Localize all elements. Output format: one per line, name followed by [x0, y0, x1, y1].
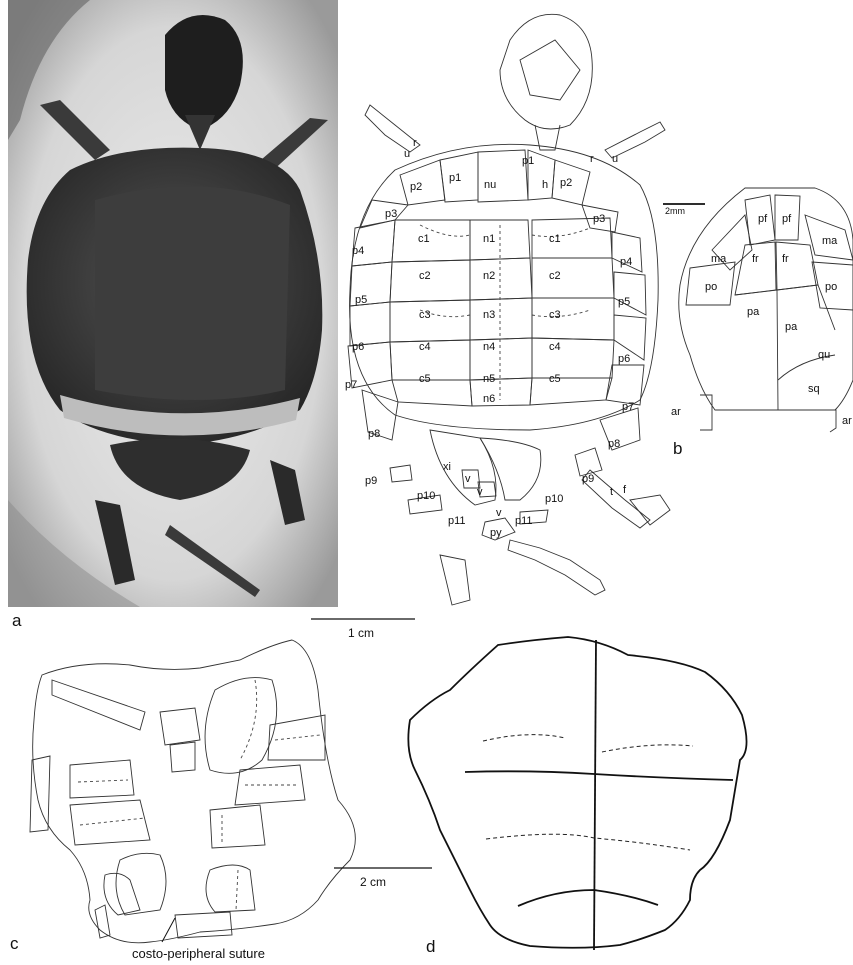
label-c4-left: c4: [419, 341, 431, 353]
label-pf-right: pf: [782, 213, 792, 225]
label-v2: v: [477, 486, 483, 498]
label-n1: n1: [483, 233, 495, 245]
carapace-drawing: [348, 14, 670, 605]
label-v1: v: [465, 473, 471, 485]
specimen-photo: [8, 0, 338, 607]
label-py: py: [490, 527, 502, 539]
label-suture: costo-peripheral suture: [132, 946, 265, 961]
label-c5-left: c5: [419, 373, 431, 385]
label-pf-left: pf: [758, 213, 768, 225]
label-f: f: [623, 484, 627, 496]
label-pa-right: pa: [785, 321, 798, 333]
label-t: t: [610, 486, 613, 498]
label-n2: n2: [483, 270, 495, 282]
label-h: h: [542, 179, 548, 191]
label-p6-left: p6: [352, 341, 364, 353]
scale-label-c: 2 cm: [360, 875, 386, 889]
label-n3: n3: [483, 309, 495, 321]
label-nu: nu: [484, 179, 496, 191]
label-p6-right: p6: [618, 353, 630, 365]
label-p3-left: p3: [385, 208, 397, 220]
label-p4-left: p4: [352, 245, 364, 257]
label-p10-right: p10: [545, 493, 563, 505]
scale-label-a: 1 cm: [348, 626, 374, 640]
label-c3-left: c3: [419, 309, 431, 321]
skull-labels: pf pf ma ma fr fr po po pa pa qu sq ar a…: [671, 213, 852, 427]
label-p2-left: p2: [410, 181, 422, 193]
label-po-right: po: [825, 281, 837, 293]
label-p8-left: p8: [368, 428, 380, 440]
label-p9-right: p9: [582, 473, 594, 485]
label-p7-left: p7: [345, 379, 357, 391]
label-ma-left: ma: [711, 253, 727, 265]
label-p11-left: p11: [448, 515, 466, 527]
label-c3-right: c3: [549, 309, 561, 321]
label-p4-right: p4: [620, 256, 632, 268]
label-p5-right: p5: [618, 296, 630, 308]
label-u-right: u: [612, 153, 618, 165]
panel-label-c: c: [10, 934, 19, 953]
label-ar-right: ar: [842, 415, 852, 427]
label-fr-right: fr: [782, 253, 789, 265]
label-pa-left: pa: [747, 306, 760, 318]
label-c1-right: c1: [549, 233, 561, 245]
label-p5-left: p5: [355, 294, 367, 306]
label-p2-right: p2: [560, 177, 572, 189]
label-p7-right: p7: [622, 401, 634, 413]
label-c2-right: c2: [549, 270, 561, 282]
label-c1-left: c1: [418, 233, 430, 245]
scale-bar-c: 2 cm: [334, 868, 432, 889]
label-p10-left: p10: [417, 490, 435, 502]
label-p1-right: p1: [522, 155, 534, 167]
carapace-labels: p1 p1 nu h p2 p2 p3 p3 p4 p4 p5 p5 p6 p6…: [345, 137, 634, 539]
label-p1-left: p1: [449, 172, 461, 184]
label-ar-left: ar: [671, 406, 681, 418]
label-c2-left: c2: [419, 270, 431, 282]
label-r-left: r: [413, 137, 417, 149]
panel-label-a: a: [12, 611, 22, 630]
label-fr-left: fr: [752, 253, 759, 265]
reconstruction-drawing: [408, 637, 746, 950]
panel-label-b: b: [673, 439, 682, 458]
label-po-left: po: [705, 281, 717, 293]
label-r-right: r: [590, 153, 594, 165]
label-qu: qu: [818, 349, 830, 361]
scale-bar-a: 1 cm: [311, 619, 415, 640]
label-p8-right: p8: [608, 438, 620, 450]
fragment-drawing: [30, 640, 355, 943]
panel-label-d: d: [426, 937, 435, 956]
label-u-left: u: [404, 148, 410, 160]
label-n5: n5: [483, 373, 495, 385]
label-p11-right: p11: [515, 515, 533, 527]
label-v3: v: [496, 507, 502, 519]
label-p3-right: p3: [593, 213, 605, 225]
label-sq: sq: [808, 383, 820, 395]
scale-bar-b: 2mm: [663, 204, 705, 216]
label-c5-right: c5: [549, 373, 561, 385]
label-c4-right: c4: [549, 341, 561, 353]
label-n6: n6: [483, 393, 495, 405]
label-ma-right: ma: [822, 235, 838, 247]
label-p9-left: p9: [365, 475, 377, 487]
label-xi: xi: [443, 461, 451, 473]
scale-label-b: 2mm: [665, 206, 685, 216]
label-n4: n4: [483, 341, 495, 353]
